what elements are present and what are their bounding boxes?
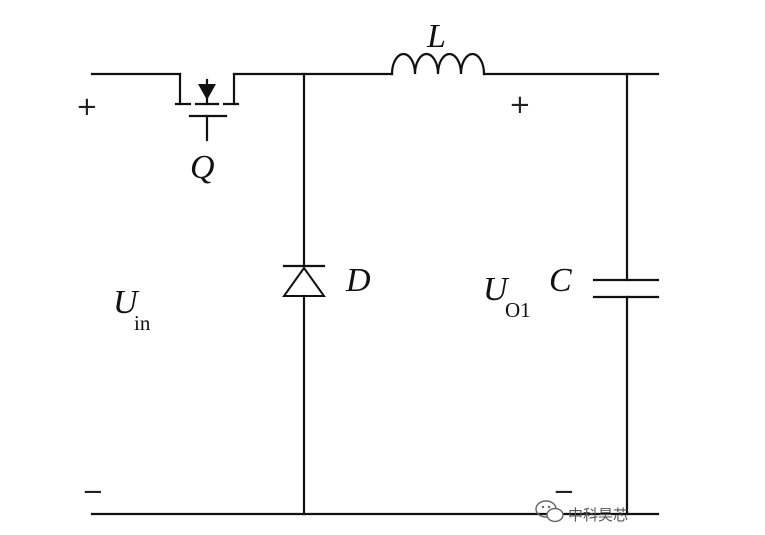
watermark-text: 中科昊芯: [568, 506, 628, 524]
watermark: 中科昊芯: [535, 500, 628, 524]
label-uo1: U: [483, 271, 510, 308]
mosfet-q: [174, 72, 240, 142]
label-q: Q: [190, 149, 215, 186]
output-minus-sign: −: [553, 477, 575, 507]
output-plus-sign: +: [509, 90, 531, 120]
inductor-l: [390, 52, 486, 76]
diode-d: [282, 264, 326, 297]
input-minus-sign: −: [82, 477, 104, 507]
wechat-official-account-icon: [535, 500, 564, 523]
label-uin-subscript: in: [134, 311, 151, 335]
label-l: L: [426, 18, 446, 55]
input-plus-sign: +: [76, 92, 98, 122]
label-c: C: [549, 262, 572, 299]
capacitor-c: [592, 278, 660, 299]
label-uo1-subscript: O1: [505, 298, 531, 322]
label-uin: U: [113, 284, 140, 321]
label-d: D: [345, 262, 371, 299]
